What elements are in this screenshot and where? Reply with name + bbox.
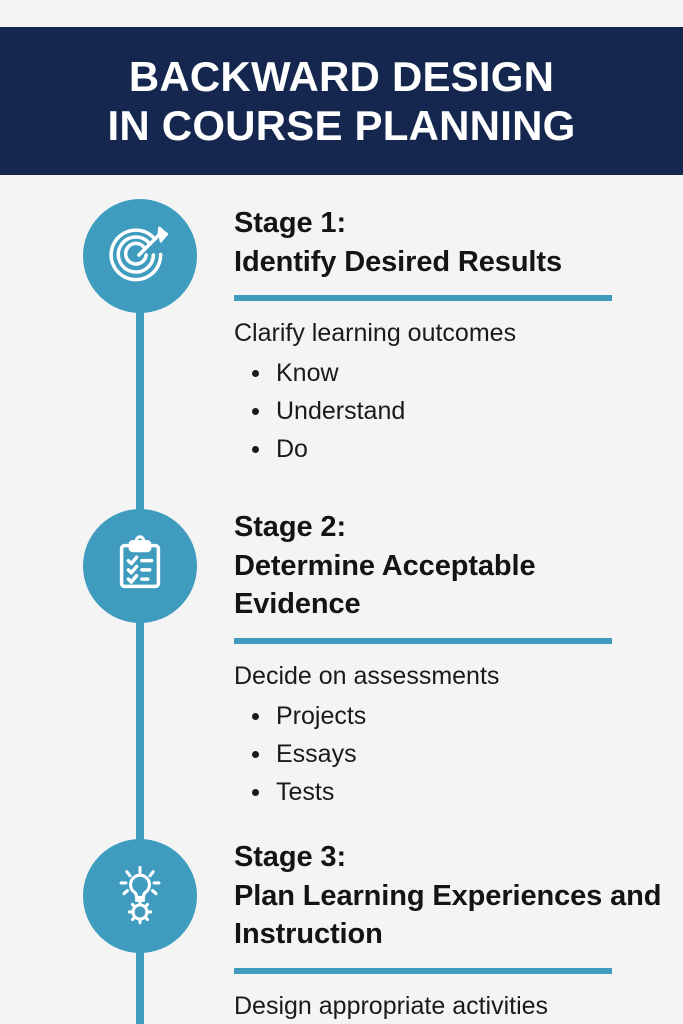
stage-1-icon-badge bbox=[83, 199, 197, 313]
stage-2-bullet-list: Projects Essays Tests bbox=[234, 697, 664, 811]
stage-3-content: Stage 3: Plan Learning Experiences and I… bbox=[234, 838, 664, 1021]
bullet-dot-icon bbox=[252, 446, 259, 454]
stage-3-lead-text: Design appropriate activities bbox=[234, 991, 549, 1020]
lightbulb-gear-icon bbox=[109, 865, 171, 927]
list-item-label: Projects bbox=[276, 701, 367, 730]
bullet-dot-icon bbox=[252, 712, 259, 720]
stage-2-divider bbox=[234, 637, 612, 644]
stage-2-heading: Stage 2: Determine Acceptable Evidence bbox=[234, 511, 536, 621]
bullet-dot-icon bbox=[252, 408, 259, 416]
stage-2-lead-text: Decide on assessments bbox=[234, 661, 500, 690]
list-item-label: Know bbox=[276, 359, 339, 388]
list-item-label: Essays bbox=[276, 739, 357, 768]
stage-1-heading: Stage 1: Identify Desired Results bbox=[234, 207, 562, 278]
list-item-label: Tests bbox=[276, 777, 335, 806]
bullet-dot-icon bbox=[252, 370, 259, 378]
list-item-label: Understand bbox=[276, 397, 406, 426]
stage-1-divider bbox=[234, 295, 612, 302]
list-item: Projects bbox=[248, 697, 664, 735]
header-banner: BACKWARD DESIGN IN COURSE PLANNING bbox=[0, 27, 683, 175]
stage-1-bullet-list: Know Understand Do bbox=[234, 354, 664, 468]
timeline-connector-line bbox=[136, 250, 144, 1024]
stage-3-icon-badge bbox=[83, 839, 197, 953]
list-item: Essays bbox=[248, 735, 664, 773]
list-item: Know bbox=[248, 354, 664, 392]
list-item: Do bbox=[248, 430, 664, 468]
list-item: Tests bbox=[248, 773, 664, 811]
stage-2-icon-badge bbox=[83, 509, 197, 623]
target-arrow-icon bbox=[107, 223, 173, 289]
stage-3-divider bbox=[234, 967, 612, 974]
stage-1-content: Stage 1: Identify Desired Results Clarif… bbox=[234, 204, 664, 468]
bullet-dot-icon bbox=[252, 750, 259, 758]
list-item: Understand bbox=[248, 392, 664, 430]
page-title-line-2: IN COURSE PLANNING bbox=[107, 102, 576, 149]
clipboard-checklist-icon bbox=[109, 535, 171, 597]
stage-3-heading: Stage 3: Plan Learning Experiences and I… bbox=[234, 841, 662, 951]
stage-2-content: Stage 2: Determine Acceptable Evidence D… bbox=[234, 508, 664, 811]
page-title-line-1: BACKWARD DESIGN bbox=[128, 52, 555, 100]
bullet-dot-icon bbox=[252, 788, 259, 796]
list-item-label: Do bbox=[276, 435, 308, 464]
stage-1-lead-text: Clarify learning outcomes bbox=[234, 319, 517, 348]
